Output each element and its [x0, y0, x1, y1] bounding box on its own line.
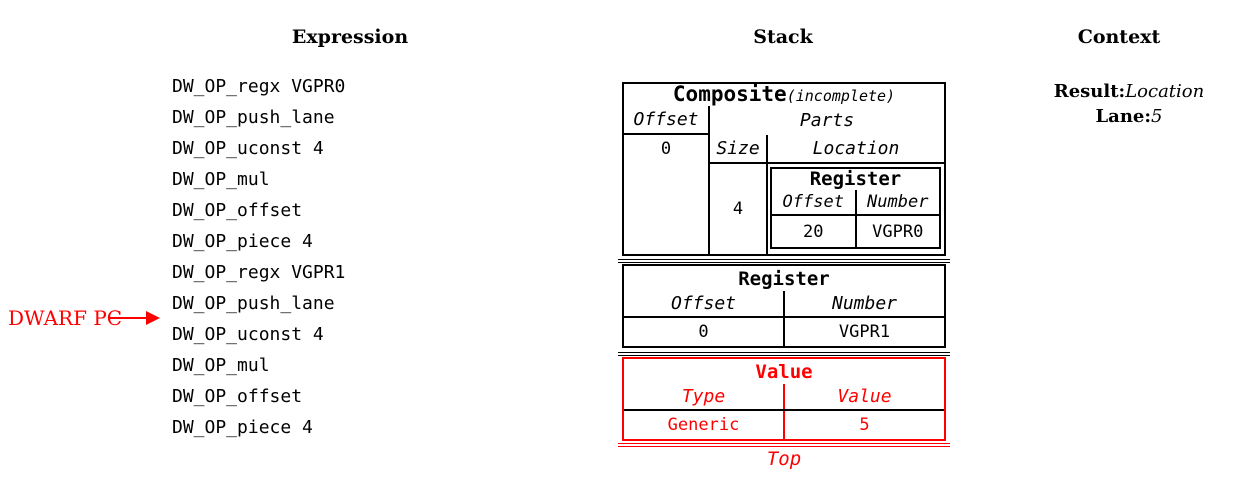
expression-list: DW_OP_regx VGPR0 DW_OP_push_lane DW_OP_u…: [172, 71, 345, 443]
composite-offset-value: 0: [660, 138, 672, 159]
expression-column-title: Expression: [291, 26, 409, 48]
composite-location-cell: Register Offset Number 20 VGPR0: [768, 164, 944, 254]
value-value-value: 5: [859, 415, 870, 435]
composite-size-header: Size: [710, 135, 768, 162]
stack-top-separator: [618, 443, 950, 447]
inner-register-number-header: Number: [867, 192, 929, 212]
inner-register-title: Register: [809, 168, 902, 190]
inner-register-number-value: VGPR0: [872, 221, 924, 242]
register-offset-header: Offset: [624, 291, 785, 316]
register-offset-value: 0: [624, 318, 785, 346]
context-column-title: Context: [1077, 26, 1161, 48]
register-number-header: Number: [831, 293, 898, 314]
register-number-value: VGPR1: [838, 322, 891, 342]
register-table-title: Register: [738, 268, 830, 290]
inner-register-offset-value: 20: [772, 216, 857, 247]
composite-offset-header: Offset: [624, 106, 708, 135]
expression-item: DW_OP_push_lane: [172, 293, 335, 314]
expression-item: DW_OP_uconst 4: [172, 324, 324, 345]
lane-value: 5: [1151, 106, 1163, 127]
composite-size-value: 4: [710, 164, 768, 254]
value-type-header: Type: [624, 384, 785, 409]
register-table: Register Offset Number 0 VGPR1: [622, 264, 946, 348]
arrow-right-icon: [146, 311, 160, 325]
stack-entry-separator: [618, 352, 950, 356]
expression-item: DW_OP_piece 4: [172, 417, 313, 438]
inner-register-table: Register Offset Number 20 VGPR0: [770, 167, 941, 249]
stack-top-label: Top: [766, 448, 802, 470]
composite-table-title: Composite(incomplete): [624, 84, 944, 106]
composite-incomplete-note: (incomplete): [786, 87, 896, 105]
composite-offset-column: Offset 0: [624, 106, 710, 254]
expression-item: DW_OP_piece 4: [172, 231, 313, 252]
stack-column-title: Stack: [753, 26, 813, 48]
value-value-header: Value: [837, 386, 892, 407]
expression-item: DW_OP_regx VGPR1: [172, 262, 346, 283]
stack-area: Composite(incomplete) Offset 0 Parts Siz…: [618, 82, 950, 482]
inner-register-offset-header: Offset: [772, 190, 857, 214]
expression-item: DW_OP_push_lane: [172, 107, 335, 128]
composite-parts-column: Parts Size Location 4 Register Offset Nu…: [710, 106, 944, 254]
context-block: Result:Location Lane:5: [1019, 79, 1239, 129]
lane-label: Lane:: [1095, 106, 1152, 127]
composite-table: Composite(incomplete) Offset 0 Parts Siz…: [622, 82, 946, 256]
context-result-line: Result:Location: [1019, 79, 1239, 104]
expression-item: DW_OP_uconst 4: [172, 138, 324, 159]
expression-item: DW_OP_offset: [172, 386, 303, 407]
expression-item: DW_OP_mul: [172, 355, 270, 376]
stack-entry-separator: [618, 259, 950, 263]
composite-title-text: Composite: [672, 82, 787, 106]
expression-item: DW_OP_mul: [172, 169, 270, 190]
value-table-title: Value: [755, 361, 813, 383]
context-lane-line: Lane:5: [1019, 104, 1239, 129]
dwarf-pc-arrow: [110, 317, 148, 319]
composite-parts-header: Parts: [799, 110, 855, 131]
value-type-value: Generic: [624, 411, 785, 439]
expression-item: DW_OP_offset: [172, 200, 303, 221]
value-table: Value Type Value Generic 5: [622, 357, 946, 441]
composite-location-header: Location: [812, 138, 900, 159]
result-label: Result:: [1053, 81, 1126, 102]
dwarf-pc-label: DWARF PC: [8, 306, 123, 330]
expression-item: DW_OP_regx VGPR0: [172, 76, 346, 97]
result-value: Location: [1125, 81, 1205, 102]
